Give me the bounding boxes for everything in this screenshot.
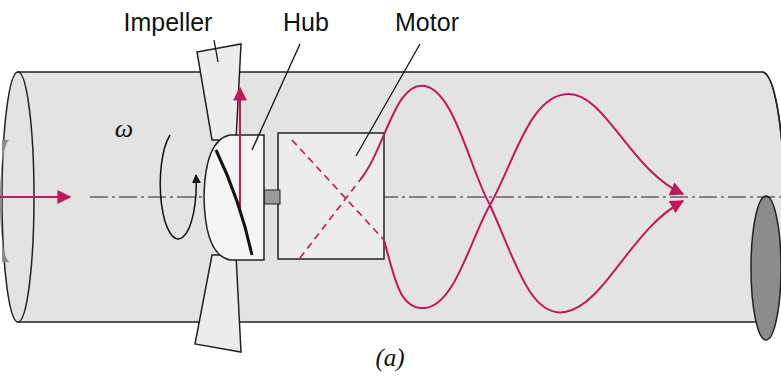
pipe-end-shade [751, 196, 781, 340]
swirl-hidden [292, 140, 384, 258]
leader-line [252, 44, 300, 150]
leader-line [356, 44, 420, 156]
rotation-arrow [160, 135, 196, 239]
impeller-blade [197, 44, 241, 140]
pipe-wall [18, 72, 781, 322]
centerline [90, 197, 781, 198]
hub [204, 135, 264, 260]
pipe-end-shade [0, 140, 10, 262]
part-name: Hub [283, 10, 329, 35]
blade-curve [216, 150, 252, 255]
part-name: Impeller [124, 10, 213, 35]
shaft [264, 190, 280, 204]
flow-arrow [239, 88, 241, 212]
motor-body [278, 133, 384, 259]
figure-caption: (a) [375, 345, 404, 370]
leader-line [214, 40, 218, 62]
angular-velocity-symbol: ω [115, 116, 133, 142]
part-name: Motor [395, 10, 459, 35]
swirl-path [360, 86, 683, 313]
impeller-blade [195, 255, 241, 352]
swirl-path [384, 94, 683, 308]
flow-arrow [0, 196, 70, 198]
